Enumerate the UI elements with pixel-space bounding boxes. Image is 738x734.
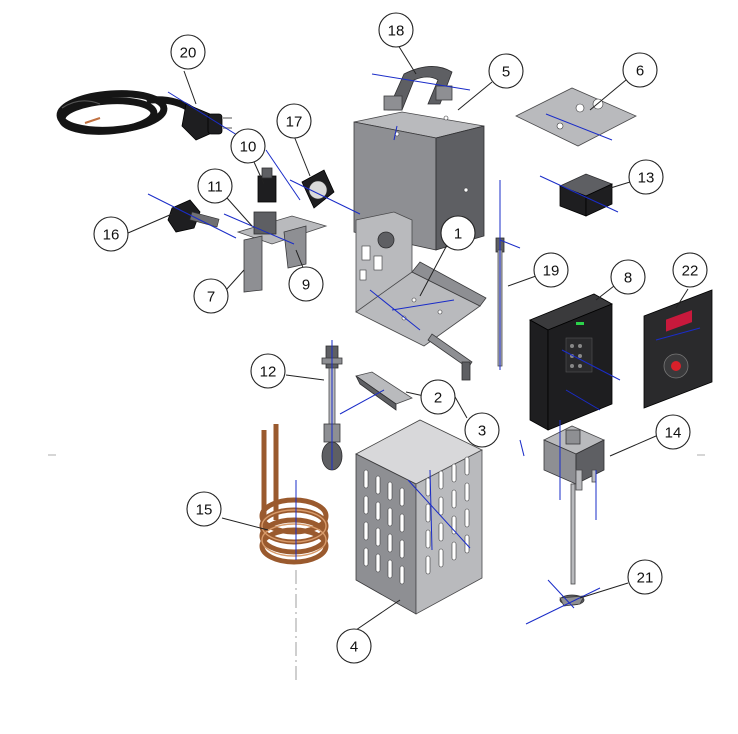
callout-4: 4 xyxy=(336,628,372,664)
callout-15: 15 xyxy=(186,491,222,527)
callout-1: 1 xyxy=(440,215,476,251)
basket-slot xyxy=(425,529,431,549)
part-base-chassis xyxy=(355,211,487,347)
callout-12: 12 xyxy=(250,353,286,389)
callout-8: 8 xyxy=(610,259,646,295)
part-front-panel xyxy=(643,289,713,409)
callout-13: 13 xyxy=(628,159,664,195)
basket-slot xyxy=(451,489,457,509)
callout-label: 14 xyxy=(665,425,682,442)
part-switch xyxy=(257,149,301,203)
callout-18: 18 xyxy=(378,12,414,48)
basket-slot xyxy=(451,463,457,483)
callout-label: 9 xyxy=(302,277,310,294)
callout-label: 20 xyxy=(180,45,197,62)
basket-slot xyxy=(425,555,431,575)
callout-leader-lines xyxy=(127,44,689,631)
callout-label: 2 xyxy=(434,390,442,407)
callout-label: 5 xyxy=(502,64,510,81)
callout-10: 10 xyxy=(230,128,266,164)
callout-17: 17 xyxy=(276,103,312,139)
basket-slot xyxy=(464,508,470,528)
basket-slot xyxy=(363,521,369,541)
callout-16: 16 xyxy=(93,216,129,252)
basket-slot xyxy=(375,501,381,521)
basket-slot xyxy=(425,503,431,523)
callout-label: 1 xyxy=(454,226,462,243)
basket-slot xyxy=(387,481,393,501)
callout-label: 17 xyxy=(286,114,303,131)
callout-9: 9 xyxy=(288,266,324,302)
part-controller-housing xyxy=(529,293,621,431)
part-fan xyxy=(289,169,361,215)
callout-label: 18 xyxy=(388,23,405,40)
basket-slot xyxy=(438,548,444,568)
callout-20: 20 xyxy=(170,34,206,70)
basket-slot xyxy=(438,470,444,490)
callout-22: 22 xyxy=(672,252,708,288)
callout-6: 6 xyxy=(622,52,658,88)
basket-slot xyxy=(399,565,405,585)
part-mounting-bracket xyxy=(515,87,637,147)
callout-5: 5 xyxy=(488,53,524,89)
callout-label: 15 xyxy=(196,502,213,519)
part-cable-gland xyxy=(147,193,237,239)
basket-slot xyxy=(464,482,470,502)
part-perforated-basket xyxy=(355,419,483,615)
callout-label: 6 xyxy=(636,63,644,80)
callout-7: 7 xyxy=(193,278,229,314)
part-strip-bracket xyxy=(427,333,473,381)
basket-slot xyxy=(363,547,369,567)
part-handle xyxy=(371,66,471,111)
part-power-cord xyxy=(56,90,246,141)
part-transformer xyxy=(539,173,619,217)
callout-label: 12 xyxy=(260,364,277,381)
callout-3: 3 xyxy=(464,412,500,448)
part-switch-bracket xyxy=(223,211,328,293)
basket-slot xyxy=(399,513,405,533)
part-sensor-rod xyxy=(495,180,521,370)
basket-slot xyxy=(387,533,393,553)
callout-label: 16 xyxy=(103,227,120,244)
part-copper-coil xyxy=(259,424,329,680)
part-impeller xyxy=(525,579,601,625)
callout-label: 4 xyxy=(350,639,358,656)
basket-slot xyxy=(451,541,457,561)
part-pump-motor xyxy=(519,420,605,585)
basket-slot xyxy=(399,487,405,507)
basket-slot xyxy=(363,469,369,489)
basket-slot xyxy=(375,553,381,573)
callout-label: 13 xyxy=(638,170,655,187)
part-level-probe xyxy=(321,340,343,471)
callout-label: 22 xyxy=(682,263,699,280)
part-small-bracket xyxy=(339,371,413,415)
basket-slots-left xyxy=(363,469,405,585)
basket-slot xyxy=(399,539,405,559)
callout-label: 8 xyxy=(624,270,632,287)
basket-slot xyxy=(464,456,470,476)
callout-2: 2 xyxy=(420,379,456,415)
callout-label: 21 xyxy=(637,570,654,587)
basket-slot xyxy=(375,527,381,547)
callout-19: 19 xyxy=(533,252,569,288)
basket-slot xyxy=(425,477,431,497)
callout-label: 3 xyxy=(478,423,486,440)
basket-slot xyxy=(363,495,369,515)
callout-label: 10 xyxy=(240,139,257,156)
callout-21: 21 xyxy=(627,559,663,595)
callout-label: 11 xyxy=(207,179,223,196)
callout-label: 7 xyxy=(207,289,215,306)
basket-slot xyxy=(387,507,393,527)
basket-slot xyxy=(375,475,381,495)
basket-slot xyxy=(438,522,444,542)
callout-label: 19 xyxy=(543,263,560,280)
callout-14: 14 xyxy=(655,414,691,450)
basket-slot xyxy=(387,559,393,579)
basket-slots-right xyxy=(425,456,470,575)
basket-slot xyxy=(438,496,444,516)
callout-11: 11 xyxy=(197,168,233,204)
